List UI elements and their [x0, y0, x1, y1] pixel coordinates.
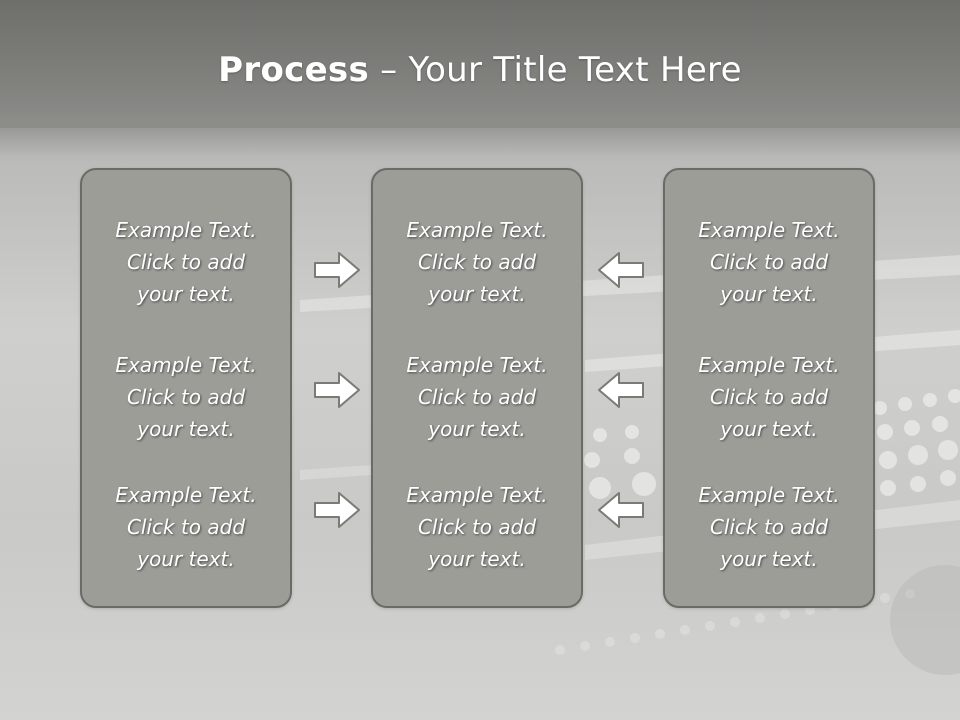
text-block[interactable]: Example Text. Click to add your text. — [665, 349, 873, 445]
text-line: Click to add — [126, 250, 246, 274]
text-line: Example Text. — [698, 483, 840, 507]
arrow-left-icon — [598, 492, 644, 528]
text-block[interactable]: Example Text. Click to add your text. — [373, 349, 581, 445]
arrow-left-icon — [598, 372, 644, 408]
text-line: Click to add — [709, 250, 829, 274]
text-line: Example Text. — [698, 353, 840, 377]
text-line: your text. — [720, 547, 818, 571]
text-line: Example Text. — [698, 218, 840, 242]
text-line: your text. — [428, 547, 526, 571]
text-line: your text. — [720, 417, 818, 441]
text-line: your text. — [137, 282, 235, 306]
text-line: your text. — [137, 417, 235, 441]
panel-left[interactable]: Example Text. Click to add your text. Ex… — [80, 168, 292, 608]
text-line: your text. — [137, 547, 235, 571]
arrow-left-icon — [598, 252, 644, 288]
text-line: Click to add — [126, 515, 246, 539]
title-bold: Process — [218, 50, 370, 90]
text-line: Example Text. — [406, 483, 548, 507]
text-line: Click to add — [417, 515, 537, 539]
arrow-right-icon — [314, 372, 360, 408]
text-block[interactable]: Example Text. Click to add your text. — [665, 479, 873, 575]
panel-right[interactable]: Example Text. Click to add your text. Ex… — [663, 168, 875, 608]
text-line: your text. — [720, 282, 818, 306]
header-band — [0, 0, 960, 128]
text-block[interactable]: Example Text. Click to add your text. — [82, 349, 290, 445]
text-line: Click to add — [126, 385, 246, 409]
title-rest: – Your Title Text Here — [369, 50, 742, 90]
header-fade — [0, 118, 960, 158]
text-line: Click to add — [709, 385, 829, 409]
text-line: Click to add — [417, 250, 537, 274]
panel-center[interactable]: Example Text. Click to add your text. Ex… — [371, 168, 583, 608]
text-line: Example Text. — [115, 353, 257, 377]
arrow-right-icon — [314, 252, 360, 288]
text-line: Example Text. — [406, 218, 548, 242]
text-line: Example Text. — [115, 483, 257, 507]
text-line: Click to add — [709, 515, 829, 539]
text-line: your text. — [428, 282, 526, 306]
arrow-right-icon — [314, 492, 360, 528]
text-block[interactable]: Example Text. Click to add your text. — [373, 479, 581, 575]
text-block[interactable]: Example Text. Click to add your text. — [82, 479, 290, 575]
text-line: your text. — [428, 417, 526, 441]
text-line: Click to add — [417, 385, 537, 409]
text-line: Example Text. — [115, 218, 257, 242]
page-title: Process – Your Title Text Here — [0, 50, 960, 90]
text-block[interactable]: Example Text. Click to add your text. — [82, 214, 290, 310]
text-block[interactable]: Example Text. Click to add your text. — [373, 214, 581, 310]
text-line: Example Text. — [406, 353, 548, 377]
text-block[interactable]: Example Text. Click to add your text. — [665, 214, 873, 310]
